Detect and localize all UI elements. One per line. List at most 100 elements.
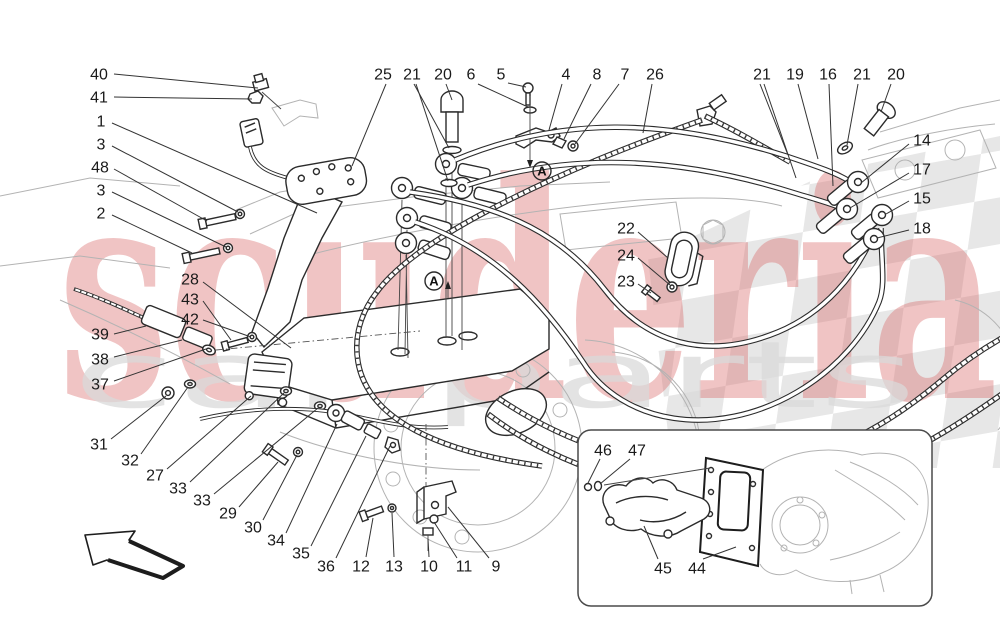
part-number-label: 16: [819, 67, 837, 84]
part-number-label: 13: [385, 559, 403, 576]
part-number-label: 4: [562, 67, 571, 84]
part-number-label: 31: [90, 437, 108, 454]
part-number-label: 10: [420, 559, 438, 576]
part-number-label: 21: [853, 67, 871, 84]
part-number-label: 34: [267, 533, 285, 550]
callout-leader-line: [563, 83, 592, 140]
callout-leader-line: [202, 300, 232, 341]
part-number-label: 45: [654, 561, 672, 578]
part-number-label: 35: [292, 546, 310, 563]
callout-leader-line: [335, 445, 391, 559]
callout-leader-line: [113, 168, 208, 222]
part-number-label: 20: [887, 67, 905, 84]
part-number-label: 12: [352, 559, 370, 576]
part-number-label: 40: [90, 67, 108, 84]
direction-arrow-icon: [84, 530, 185, 580]
callout-leader-line: [860, 143, 910, 184]
callout-leader-line: [759, 83, 789, 156]
callout-leader-line: [828, 83, 834, 187]
callout-leader-line: [637, 257, 671, 286]
callout-leader-line: [477, 83, 529, 108]
callout-leader-line: [351, 83, 387, 167]
callout-leader-line: [763, 83, 797, 179]
part-number-label: 15: [913, 191, 931, 208]
callout-leader-line: [189, 392, 285, 483]
callout-leader-line: [285, 423, 338, 534]
part-number-label: 33: [193, 493, 211, 510]
callout-leader-line: [213, 407, 319, 495]
part-number-label: 46: [594, 443, 612, 460]
callout-leader-line: [111, 214, 193, 254]
callout-leader-line: [111, 122, 318, 214]
callout-leader-line: [202, 281, 292, 349]
callout-leader-line: [113, 339, 183, 358]
callout-leader-line: [599, 458, 631, 485]
part-number-label: 48: [91, 160, 109, 177]
main-assembly-art: [72, 72, 728, 551]
part-number-label: 1: [97, 114, 106, 131]
part-number-label: 38: [91, 352, 109, 369]
callout-leader-line: [876, 229, 910, 239]
callout-leader-line: [140, 386, 189, 455]
part-number-label: 20: [434, 67, 452, 84]
callout-leader-line: [507, 82, 527, 88]
callout-leader-line: [433, 521, 458, 559]
callout-leader-line: [262, 454, 298, 521]
part-number-label: 27: [146, 468, 164, 485]
svg-text:A: A: [537, 164, 547, 179]
callout-leader-line: [637, 283, 652, 294]
callout-leader-line: [113, 325, 147, 335]
callout-leader-line: [391, 512, 395, 558]
part-number-label: 21: [753, 67, 771, 84]
callout-leader-line: [113, 96, 253, 100]
svg-text:A: A: [429, 274, 439, 289]
callout-leader-line: [113, 348, 207, 382]
callout-leader-line: [702, 546, 737, 560]
part-number-label: 6: [467, 67, 476, 84]
callout-leader-line: [166, 395, 252, 470]
callout-leader-line: [637, 231, 669, 259]
detail-marker-a-top: A: [532, 161, 552, 181]
part-number-label: 7: [621, 67, 630, 84]
inset-differential-art: [759, 449, 929, 595]
callout-leader-line: [110, 395, 167, 440]
callout-leader-line: [238, 461, 279, 508]
part-number-label: 3: [97, 183, 106, 200]
part-number-label: 39: [91, 327, 109, 344]
callout-leader-line: [643, 525, 659, 560]
part-number-label: 24: [617, 248, 635, 265]
callout-leader-line: [202, 319, 252, 338]
callout-leader-line: [111, 191, 227, 248]
part-number-label: 43: [181, 292, 199, 309]
part-number-label: 3: [97, 137, 106, 154]
part-number-label: 18: [913, 221, 931, 238]
part-number-label: 25: [374, 67, 392, 84]
callout-leader-line: [846, 83, 859, 146]
part-number-label: 2: [97, 206, 106, 223]
callout-leader-line: [849, 172, 910, 209]
part-number-label: 36: [317, 559, 335, 576]
part-number-label: 14: [913, 133, 931, 150]
callout-leader-line: [310, 435, 367, 547]
part-number-label: 8: [593, 67, 602, 84]
part-number-label: 22: [617, 221, 635, 238]
part-number-label: 42: [181, 312, 199, 329]
part-number-label: 37: [91, 377, 109, 394]
callout-leader-line: [880, 83, 892, 113]
part-callouts: 4041134832284342393837313227333329303435…: [90, 67, 931, 578]
part-number-label: 29: [219, 506, 237, 523]
part-number-label: 17: [913, 162, 931, 179]
part-number-label: 11: [456, 559, 473, 576]
callout-leader-line: [574, 83, 620, 145]
part-number-label: 32: [121, 453, 139, 470]
callout-leader-line: [111, 145, 239, 213]
part-number-label: 30: [244, 520, 262, 537]
part-number-label: 41: [90, 90, 108, 107]
callout-leader-line: [365, 517, 374, 558]
callout-leader-line: [427, 538, 430, 558]
part-number-label: 9: [492, 559, 501, 576]
part-number-label: 44: [688, 561, 706, 578]
part-number-label: 21: [403, 67, 421, 84]
callout-leader-line: [885, 200, 910, 215]
